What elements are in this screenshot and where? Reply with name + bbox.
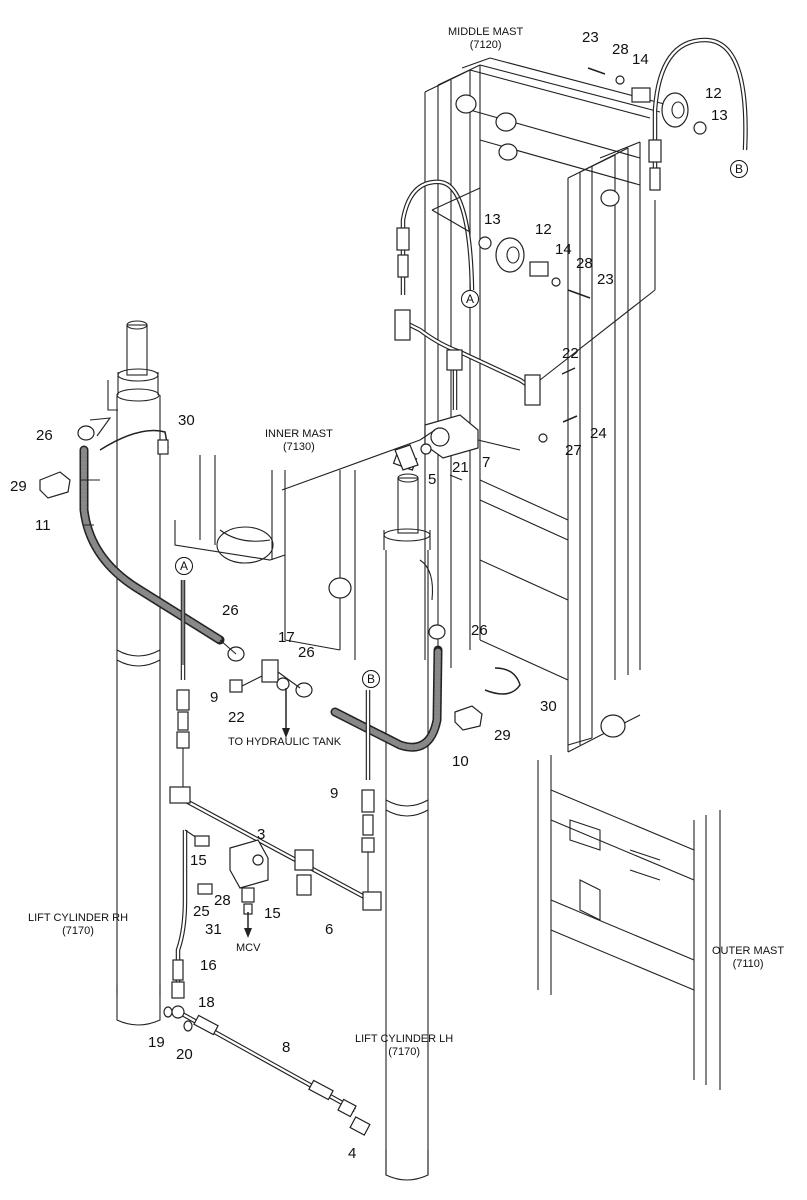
part-number-23: 23 [597, 271, 614, 288]
lift-cylinder-rh-drawing [107, 320, 161, 1026]
inner-mast-caption: INNER MAST(7130) [265, 428, 333, 453]
part-number-18: 18 [198, 994, 215, 1011]
part-number-26: 26 [36, 427, 53, 444]
part-number-9: 9 [210, 689, 219, 706]
to-hydraulic-tank-note: TO HYDRAULIC TANK [228, 736, 342, 748]
part-number-13: 13 [711, 107, 728, 124]
mcv-note: MCV [236, 942, 261, 954]
part-number-24: 24 [590, 425, 607, 442]
lift-cylinder-lh-drawing [383, 473, 434, 1181]
part-number-9: 9 [330, 785, 339, 802]
part-number-28: 28 [612, 41, 629, 58]
outer-mast-drawing [537, 755, 721, 1090]
part-number-7: 7 [482, 454, 491, 471]
part-number-13: 13 [484, 211, 501, 228]
middle-mast-drawing [424, 57, 669, 753]
part-number-25: 25 [193, 903, 210, 920]
part-number-22: 22 [228, 709, 245, 726]
part-number-14: 14 [555, 241, 572, 258]
part-number-17: 17 [278, 629, 295, 646]
inner-mast-drawing [174, 455, 356, 660]
part-number-6: 6 [325, 921, 334, 938]
part-number-10: 10 [452, 753, 469, 770]
part-number-15: 15 [264, 905, 281, 922]
lift-cylinder-lh-caption: LIFT CYLINDER LH(7170) [355, 1033, 454, 1058]
part-number-8: 8 [282, 1039, 291, 1056]
part-number-26: 26 [471, 622, 488, 639]
part-number-29: 29 [10, 478, 27, 495]
part-number-15: 15 [190, 852, 207, 869]
part-number-16: 16 [200, 957, 217, 974]
part-number-20: 20 [176, 1046, 193, 1063]
part-number-12: 12 [705, 85, 722, 102]
middle-mast-caption: MIDDLE MAST(7120) [448, 26, 524, 51]
part-number-28: 28 [576, 255, 593, 272]
part-number-29: 29 [494, 727, 511, 744]
part-number-22: 22 [562, 345, 579, 362]
part-number-26: 26 [222, 602, 239, 619]
part-number-3: 3 [257, 826, 266, 843]
part-number-4: 4 [348, 1145, 357, 1162]
part-number-19: 19 [148, 1034, 165, 1051]
part-number-5: 5 [428, 471, 437, 488]
part-number-21: 21 [452, 459, 469, 476]
part-number-30: 30 [540, 698, 557, 715]
connection-marker-a-upper: A [461, 290, 479, 308]
part-number-14: 14 [632, 51, 649, 68]
connection-marker-b-lower: B [362, 670, 380, 688]
part-number-30: 30 [178, 412, 195, 429]
lift-cylinder-rh-caption: LIFT CYLINDER RH(7170) [28, 912, 129, 937]
part-number-11: 11 [35, 517, 51, 534]
part-number-26: 26 [298, 644, 315, 661]
part-number-28: 28 [214, 892, 231, 909]
connection-marker-b-upper: B [730, 160, 748, 178]
part-number-23: 23 [582, 29, 599, 46]
part-number-12: 12 [535, 221, 552, 238]
part-number-31: 31 [205, 921, 222, 938]
outer-mast-caption: OUTER MAST(7110) [712, 945, 785, 970]
part-number-27: 27 [565, 442, 582, 459]
connection-marker-a-lower: A [175, 557, 193, 575]
